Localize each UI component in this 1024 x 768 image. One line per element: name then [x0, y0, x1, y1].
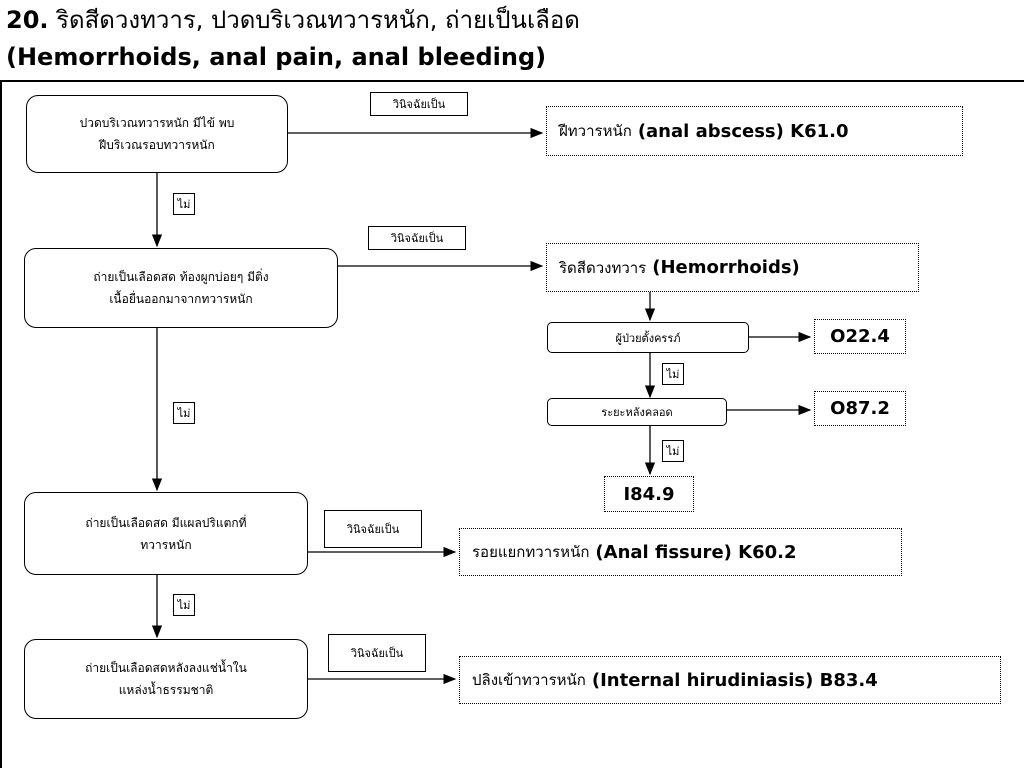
diagnosis-label-1: วินิจฉัยเป็น	[370, 92, 468, 116]
code-box-i84: I84.9	[604, 476, 694, 512]
title-number: 20.	[6, 6, 49, 34]
question-box-fresh-blood-constipation: ถ่ายเป็นเลือดสด ท้องผูกบ่อยๆ มีติ่งเนื้อ…	[24, 248, 338, 328]
diagnosis-label-3: วินิจฉัยเป็น	[324, 510, 422, 548]
sub-question-pregnant: ผู้ป่วยตั้งครรภ์	[547, 322, 749, 353]
no-label-4: ไม่	[662, 363, 684, 385]
diagnosis-box-anal-fissure: รอยแยกทวารหนัก(Anal fissure) K60.2	[459, 528, 902, 576]
code-box-o87: O87.2	[814, 391, 906, 426]
page-title: 20. ริดสีดวงทวาร, ปวดบริเวณทวารหนัก, ถ่า…	[6, 0, 580, 40]
diagnosis-box-hemorrhoids: ริดสีดวงทวาร(Hemorrhoids)	[546, 243, 919, 292]
no-label-1: ไม่	[173, 193, 195, 215]
flowchart-panel	[0, 80, 1024, 768]
question-box-fresh-blood-after-water: ถ่ายเป็นเลือดสดหลังลงแช่น้ำในแหล่งน้ำธรร…	[24, 639, 308, 719]
code-box-o22: O22.4	[814, 319, 906, 354]
diagnosis-box-anal-abscess: ฝีทวารหนัก(anal abscess) K61.0	[546, 106, 963, 156]
diagnosis-box-hirudiniasis: ปลิงเข้าทวารหนัก(Internal hirudiniasis) …	[459, 656, 1001, 704]
no-label-5: ไม่	[662, 440, 684, 462]
title-thai: ริดสีดวงทวาร, ปวดบริเวณทวารหนัก, ถ่ายเป็…	[56, 6, 580, 34]
title-english: (Hemorrhoids, anal pain, anal bleeding)	[6, 43, 547, 71]
diagnosis-label-2: วินิจฉัยเป็น	[368, 226, 466, 250]
question-box-anal-pain-fever: ปวดบริเวณทวารหนัก มีไข้ พบฝีบริเวณรอบทวา…	[26, 95, 288, 173]
diagnosis-label-4: วินิจฉัยเป็น	[328, 634, 426, 672]
sub-question-postpartum: ระยะหลังคลอด	[547, 398, 727, 426]
no-label-2: ไม่	[173, 402, 195, 424]
question-box-fresh-blood-fissure: ถ่ายเป็นเลือดสด มีแผลปริแตกที่ทวารหนัก	[24, 492, 308, 575]
no-label-3: ไม่	[173, 594, 195, 616]
